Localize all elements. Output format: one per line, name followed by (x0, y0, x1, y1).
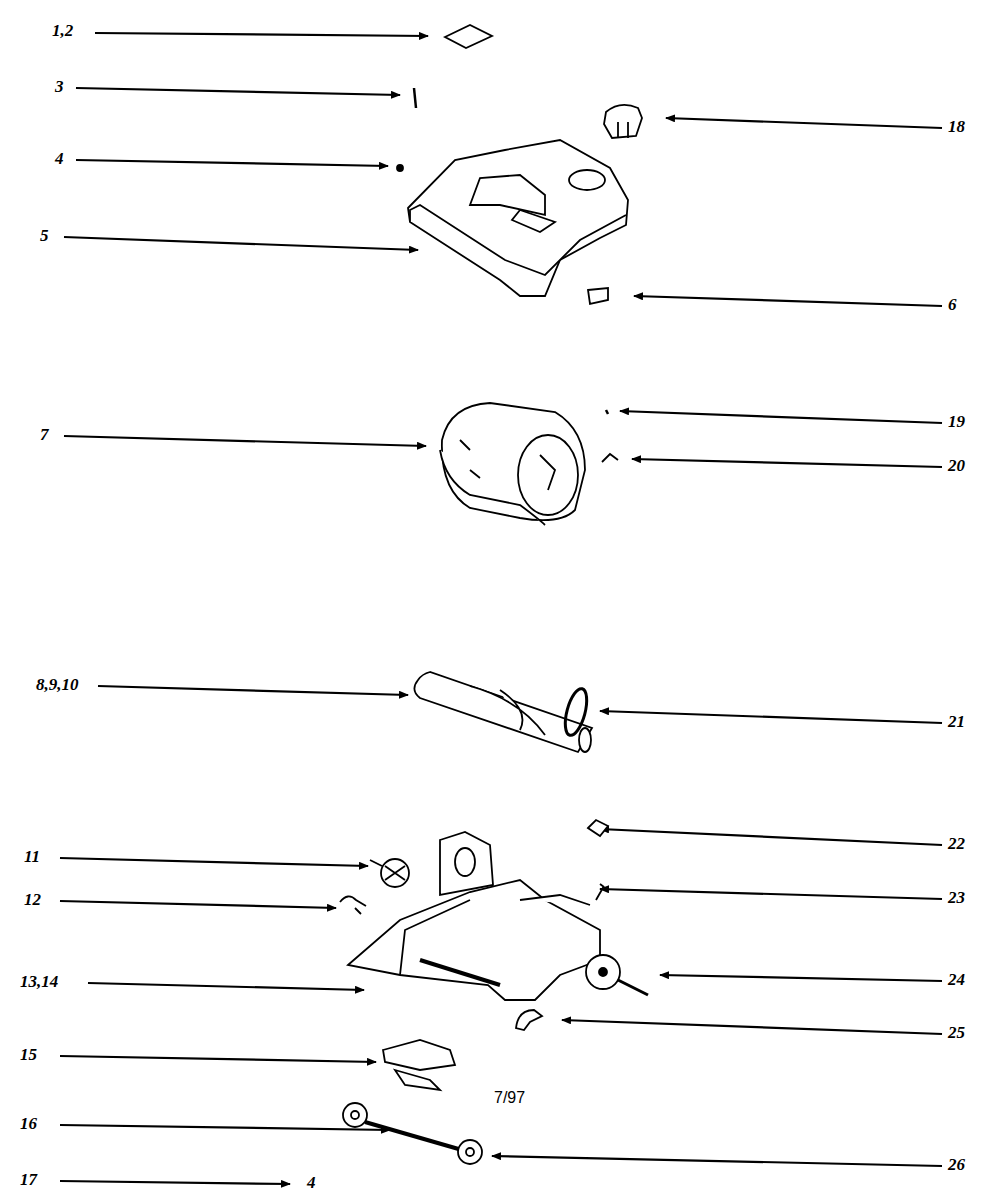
callout-number: 5 (40, 227, 49, 244)
callout-number: 15 (20, 1046, 37, 1063)
callout-number: 8,9,10 (36, 676, 79, 693)
callout-number: 7 (40, 426, 49, 443)
callout-number: 22 (948, 835, 965, 852)
callout-number: 3 (55, 78, 64, 95)
callout-number: 16 (20, 1115, 37, 1132)
callout-number: 18 (948, 118, 965, 135)
date-note: 7/97 (494, 1090, 525, 1106)
callout-number: 4 (55, 150, 64, 167)
callout-number: 17 (20, 1171, 37, 1188)
callout-number: 6 (948, 296, 957, 313)
callout-number: 24 (948, 971, 965, 988)
callout-number: 20 (948, 457, 965, 474)
callout-number: 23 (948, 889, 965, 906)
callout-number: 19 (948, 413, 965, 430)
callout-number: 13,14 (20, 973, 58, 990)
callout-number: 11 (24, 848, 40, 865)
callout-number: 12 (24, 891, 41, 908)
callout-number: 26 (948, 1156, 965, 1173)
callout-number: 4 (307, 1174, 316, 1191)
callout-number: 21 (948, 713, 965, 730)
callout-number: 1,2 (52, 22, 73, 39)
parts (340, 25, 648, 1164)
callout-number: 25 (948, 1024, 965, 1041)
leader-lines (60, 33, 942, 1184)
